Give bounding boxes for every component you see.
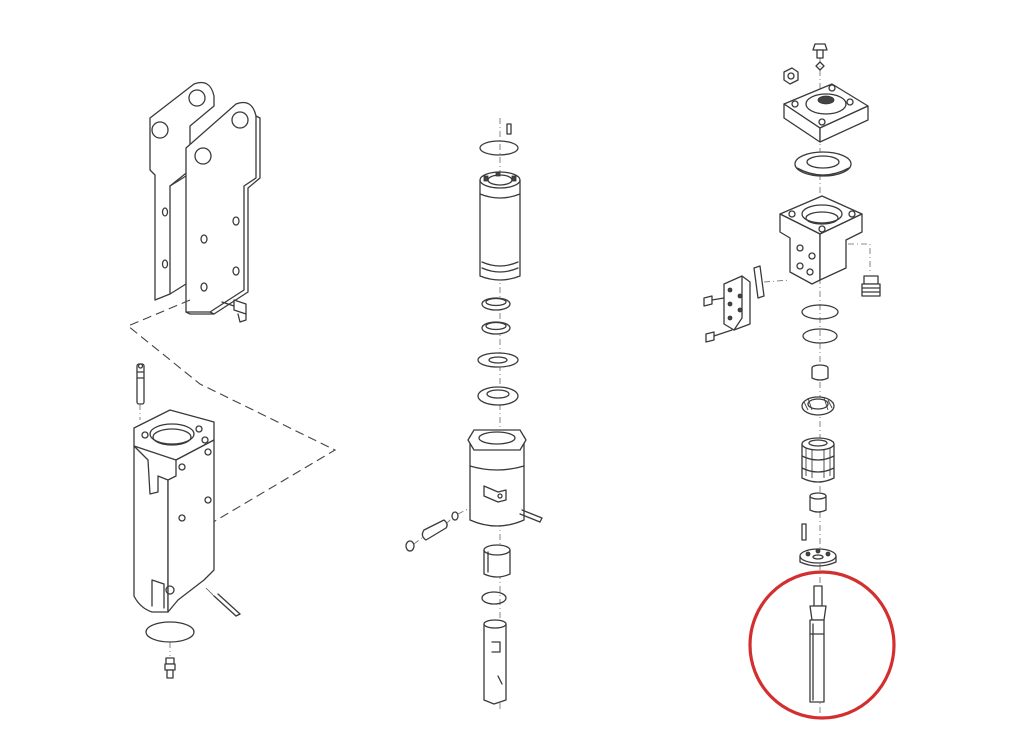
tool-bit	[483, 619, 507, 705]
alignment-line-1	[126, 299, 337, 525]
bracket-bolt	[221, 299, 247, 323]
control-plate	[723, 265, 765, 331]
housing-oring	[145, 621, 195, 643]
lower-oring	[481, 591, 507, 605]
top-oring	[479, 140, 519, 156]
top-bolt	[812, 43, 828, 71]
piston-rod[interactable]	[809, 585, 827, 703]
cap-block	[783, 83, 869, 143]
valve-spool	[801, 437, 835, 483]
diaphragm	[794, 151, 852, 177]
lower-sleeve	[483, 544, 511, 578]
seal-ring-1	[481, 297, 511, 311]
valve-oring-1	[801, 304, 839, 320]
retaining-pin	[205, 587, 241, 617]
valve-sleeve	[809, 492, 827, 513]
valve-oring-2	[802, 328, 838, 344]
side-plug	[405, 507, 471, 552]
bearing-ring	[801, 396, 835, 416]
grease-nipple	[164, 657, 176, 679]
bracket-assembly	[126, 81, 337, 679]
stop-pin	[519, 509, 543, 523]
side-check-valve	[848, 243, 881, 297]
guide-pin	[801, 523, 807, 541]
lower-housing	[133, 409, 215, 613]
flange-disc	[799, 548, 837, 567]
locking-pin	[136, 363, 145, 405]
thrust-washer	[477, 352, 519, 368]
bushing-washer	[477, 386, 519, 406]
front-head	[467, 429, 527, 527]
hex-nut	[783, 67, 799, 85]
upper-sleeve	[479, 171, 521, 281]
valve-head-assembly	[703, 43, 881, 716]
seal-ring-2	[481, 321, 511, 335]
valve-plug	[811, 364, 829, 381]
highlight-circle	[748, 570, 896, 720]
cylinder-assembly	[405, 118, 543, 712]
valve-body	[779, 195, 863, 285]
mounting-bracket	[149, 81, 261, 315]
top-pin	[506, 123, 512, 135]
plate-screws	[703, 279, 791, 343]
